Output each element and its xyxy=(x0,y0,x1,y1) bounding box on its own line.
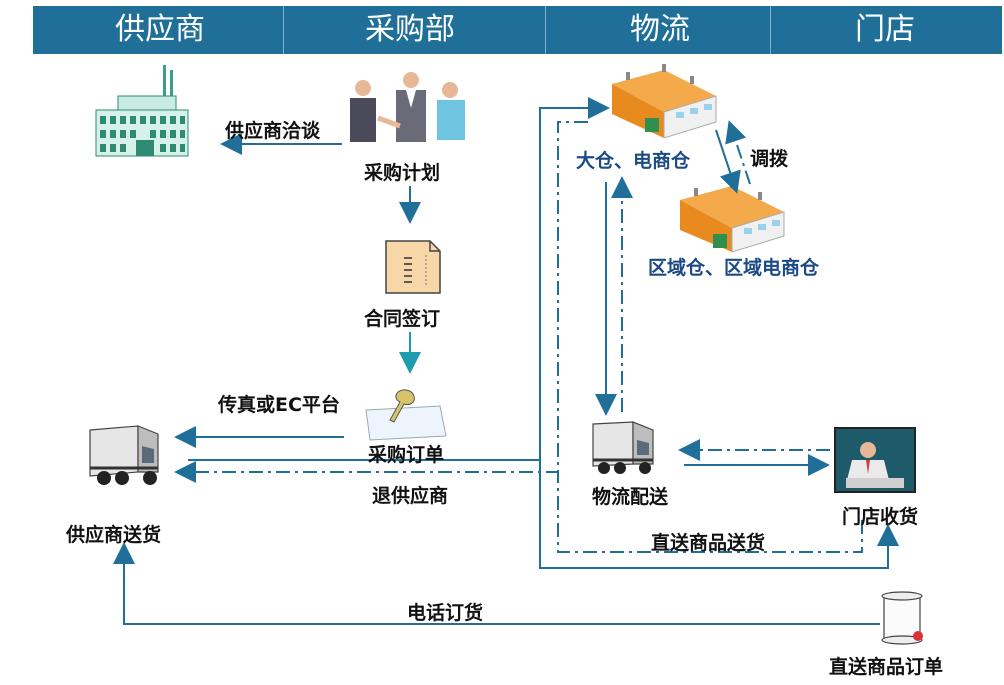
arrow-phone-order xyxy=(113,542,880,625)
label-contract-signing: 合同签订 xyxy=(364,308,441,330)
main-warehouse-icon xyxy=(612,64,717,139)
arrow-return-to-supplier xyxy=(174,121,588,483)
header-divider xyxy=(283,6,284,54)
arrow-direct-delivery xyxy=(539,460,899,569)
arrow-transfer-up xyxy=(725,120,751,185)
label-supplier-negotiation: 供应商洽谈 xyxy=(225,120,321,142)
store-clerk-icon xyxy=(834,427,916,493)
header-col-supplier: 供应商 xyxy=(115,12,205,47)
label-main-warehouse: 大仓、电商仓 xyxy=(576,150,691,172)
header-col-purchasing: 采购部 xyxy=(365,12,455,47)
header-col-store: 门店 xyxy=(855,12,915,47)
label-direct-goods-order: 直送商品订单 xyxy=(829,656,944,678)
header-bar xyxy=(33,6,1002,54)
label-return-to-supplier: 退供应商 xyxy=(372,485,449,507)
label-direct-goods-delivery: 直送商品送货 xyxy=(651,532,766,554)
label-logistics-delivery: 物流配送 xyxy=(592,486,669,508)
arrow-direct-return xyxy=(557,472,863,553)
logistics-truck-icon xyxy=(592,421,654,474)
signing-pen-icon xyxy=(365,389,447,441)
label-fax-ec-platform: 传真或EC平台 xyxy=(218,394,340,416)
header-divider xyxy=(770,6,771,54)
regional-warehouse-icon xyxy=(680,180,785,253)
header-divider xyxy=(545,6,546,54)
header-col-logistics: 物流 xyxy=(630,12,690,47)
label-purchase-plan: 采购计划 xyxy=(364,162,441,184)
label-store-receiving: 门店收货 xyxy=(842,506,919,528)
label-purchase-order: 采购订单 xyxy=(368,444,445,466)
label-transfer: 调拨 xyxy=(750,148,789,170)
contract-document-icon xyxy=(385,240,441,294)
factory-icon xyxy=(95,65,189,157)
arrow-transfer-down xyxy=(715,129,741,194)
people-meeting-icon xyxy=(350,72,465,142)
supplier-truck-icon xyxy=(89,425,159,485)
label-regional-warehouse: 区域仓、区域电商仓 xyxy=(648,257,820,279)
label-supplier-delivery: 供应商送货 xyxy=(66,524,162,546)
label-phone-order: 电话订货 xyxy=(407,602,484,624)
arrow-order-to-warehouse xyxy=(188,97,610,461)
order-scroll-icon xyxy=(881,591,923,645)
